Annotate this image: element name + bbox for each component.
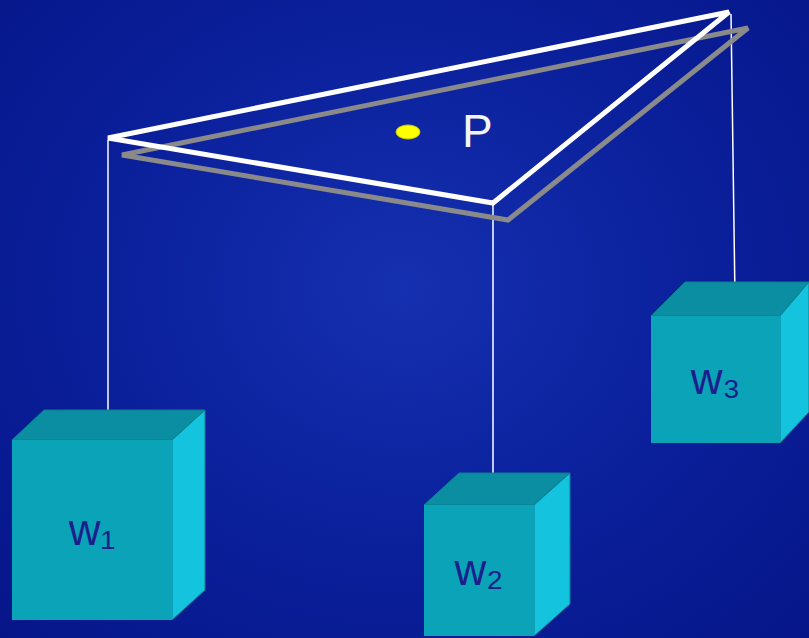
weight-box: w₂ <box>424 505 534 636</box>
cube-top <box>12 410 205 440</box>
string <box>731 14 735 298</box>
weight-box: w₃ <box>651 316 780 443</box>
cube-side <box>172 410 205 620</box>
cube-side <box>534 473 570 636</box>
point-label: P <box>462 106 493 157</box>
string <box>492 205 494 492</box>
weight-label: w₃ <box>691 355 741 403</box>
cube-side <box>780 282 809 443</box>
point-marker <box>396 125 420 139</box>
triangle-plate <box>108 12 729 203</box>
string <box>107 140 109 428</box>
weight-label: w₂ <box>455 546 504 594</box>
weight-label: w₁ <box>69 506 116 554</box>
weight-box: w₁ <box>12 440 172 620</box>
